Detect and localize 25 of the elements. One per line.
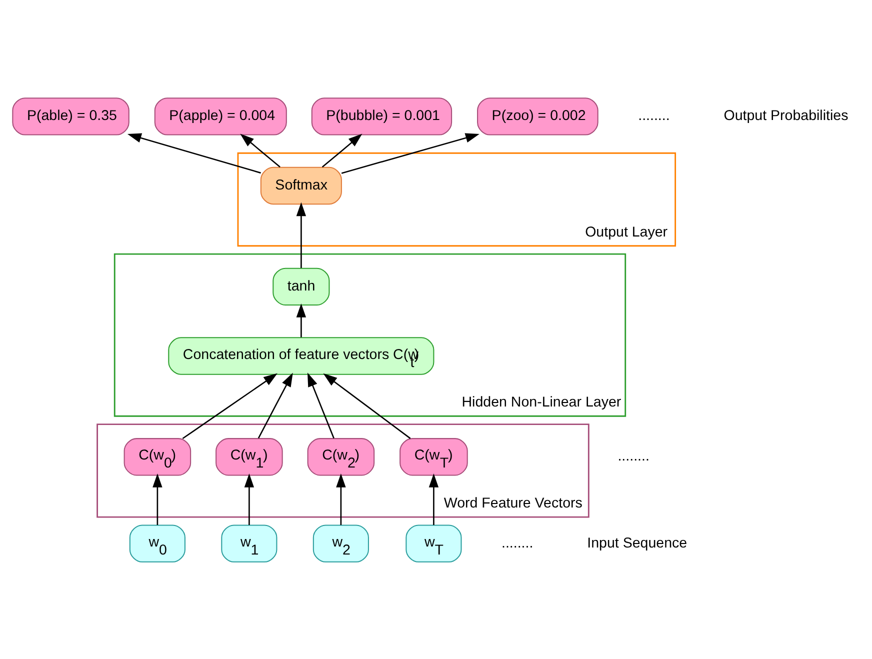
node-box: P(able) = 0.35 [12, 97, 130, 135]
arrow [341, 132, 480, 174]
arrow [307, 372, 334, 438]
arrow [127, 132, 261, 174]
arrow [240, 133, 280, 168]
label: ........ [502, 534, 534, 551]
arrow [244, 472, 254, 525]
node-box: tanh [272, 267, 330, 306]
label: ........ [638, 108, 670, 124]
node-box: P(apple) = 0.004 [154, 97, 287, 135]
label: Output Probabilities [724, 108, 848, 124]
arrow [182, 372, 278, 439]
node-box: Softmax [260, 166, 342, 204]
arrow [428, 472, 439, 525]
label: ........ [618, 448, 650, 464]
arrow [336, 472, 346, 525]
node-box: P(zoo) = 0.002 [477, 97, 598, 135]
label: Input Sequence [587, 534, 688, 551]
arrow [152, 472, 162, 525]
arrow [296, 302, 306, 337]
node-box: P(bubble) = 0.001 [311, 97, 452, 135]
arrow [323, 372, 411, 438]
arrow [296, 202, 306, 268]
arrow [322, 133, 362, 168]
arrow [258, 372, 293, 438]
